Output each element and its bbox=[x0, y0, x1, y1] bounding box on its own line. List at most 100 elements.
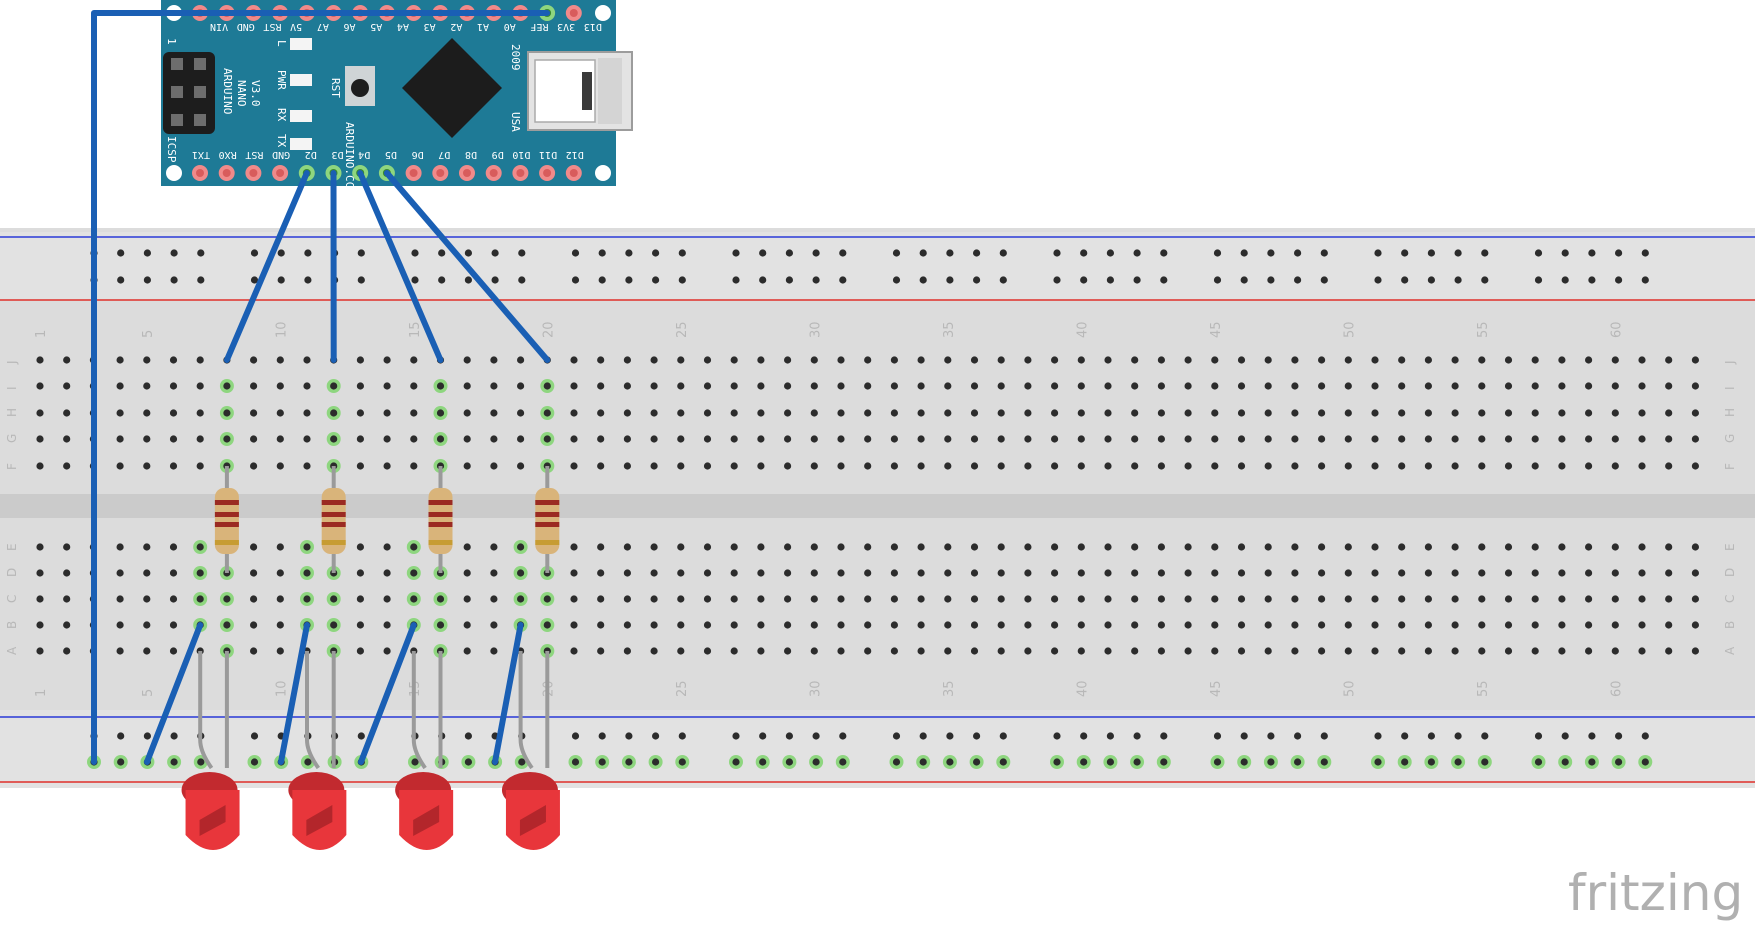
breadboard-hole bbox=[1478, 595, 1486, 603]
column-number: 45 bbox=[1209, 680, 1224, 697]
rail-hole bbox=[1267, 276, 1275, 284]
column-number: 1 bbox=[34, 330, 49, 338]
rail-hole bbox=[1320, 758, 1328, 766]
breadboard-hole bbox=[1691, 647, 1699, 655]
led-lead bbox=[305, 651, 320, 770]
breadboard-hole bbox=[970, 647, 979, 655]
breadboard-hole bbox=[1131, 621, 1139, 629]
rail-hole bbox=[973, 732, 981, 740]
breadboard-hole bbox=[1691, 595, 1699, 603]
led-l bbox=[290, 38, 312, 50]
breadboard-hole bbox=[1611, 543, 1619, 551]
row-letter: A bbox=[1723, 646, 1737, 655]
breadboard-hole bbox=[276, 409, 284, 417]
rail-hole bbox=[464, 758, 472, 766]
breadboard-hole bbox=[356, 621, 364, 629]
breadboard-hole bbox=[410, 595, 418, 603]
breadboard-hole bbox=[410, 462, 418, 470]
breadboard-hole bbox=[303, 382, 311, 390]
breadboard-hole bbox=[1131, 382, 1139, 390]
column-number: 20 bbox=[541, 321, 556, 338]
breadboard-hole bbox=[1104, 356, 1112, 364]
rail-hole bbox=[1427, 276, 1435, 284]
breadboard-hole bbox=[730, 382, 738, 390]
rail-hole bbox=[678, 758, 686, 766]
breadboard-hole bbox=[703, 621, 712, 629]
breadboard-hole bbox=[623, 569, 632, 577]
breadboard-hole bbox=[703, 543, 712, 551]
breadboard-hole bbox=[143, 595, 151, 603]
breadboard-hole bbox=[970, 382, 979, 390]
rail-hole bbox=[1080, 732, 1088, 740]
breadboard-hole bbox=[356, 647, 364, 655]
jumper-wire bbox=[278, 622, 310, 765]
breadboard-hole bbox=[517, 462, 525, 470]
top-pin-label: 5V bbox=[290, 21, 302, 32]
breadboard-hole bbox=[1077, 569, 1085, 577]
breadboard-hole bbox=[1371, 382, 1379, 390]
rail-hole bbox=[999, 758, 1007, 766]
breadboard-hole bbox=[1237, 409, 1246, 417]
breadboard-hole bbox=[303, 569, 311, 577]
rail-hole bbox=[1053, 276, 1061, 284]
rail-hole bbox=[1588, 276, 1596, 284]
breadboard-hole bbox=[1424, 356, 1432, 364]
breadboard-hole bbox=[63, 621, 71, 629]
mount-hole bbox=[166, 165, 182, 181]
column-number: 60 bbox=[1609, 680, 1624, 697]
breadboard-hole bbox=[1131, 595, 1139, 603]
breadboard-hole bbox=[677, 409, 685, 417]
breadboard-hole bbox=[650, 543, 658, 551]
led-die bbox=[199, 805, 226, 836]
breadboard-hole bbox=[356, 462, 364, 470]
rail-hole bbox=[892, 758, 901, 766]
breadboard-hole bbox=[143, 647, 151, 655]
rail-hole bbox=[1053, 249, 1061, 257]
row-letter: G bbox=[5, 434, 19, 443]
breadboard-hole bbox=[890, 647, 899, 655]
breadboard-hole bbox=[276, 382, 284, 390]
rail-hole bbox=[1320, 249, 1328, 257]
breadboard-hole bbox=[810, 543, 818, 551]
breadboard-hole bbox=[463, 409, 471, 417]
header-pin-center bbox=[543, 169, 552, 177]
breadboard-hole bbox=[1638, 409, 1646, 417]
breadboard-hole bbox=[970, 569, 979, 577]
rail-hole bbox=[197, 758, 205, 766]
rail-hole bbox=[732, 276, 740, 284]
breadboard-hole bbox=[143, 356, 151, 364]
breadboard-hole bbox=[436, 595, 445, 603]
breadboard-hole bbox=[63, 435, 71, 443]
rail-hole bbox=[1534, 276, 1543, 284]
rail-hole bbox=[1534, 732, 1543, 740]
rail-hole bbox=[277, 249, 285, 257]
breadboard-hole bbox=[1024, 621, 1032, 629]
column-number: 55 bbox=[1476, 680, 1491, 697]
breadboard-hole bbox=[1157, 435, 1165, 443]
breadboard-hole bbox=[1585, 409, 1593, 417]
breadboard-hole bbox=[1478, 647, 1486, 655]
breadboard-hole bbox=[169, 356, 178, 364]
breadboard-hole bbox=[784, 462, 792, 470]
breadboard-hole bbox=[1451, 435, 1459, 443]
breadboard-hole bbox=[116, 595, 124, 603]
row-letter: E bbox=[1723, 543, 1737, 551]
breadboard-hole bbox=[1478, 409, 1486, 417]
breadboard-hole bbox=[997, 356, 1005, 364]
breadboard-hole bbox=[1585, 621, 1593, 629]
rail-hole bbox=[277, 276, 285, 284]
breadboard-hole bbox=[383, 382, 391, 390]
row-letter: A bbox=[5, 646, 19, 655]
breadboard-hole bbox=[1665, 621, 1673, 629]
bottom-power-rail bbox=[0, 710, 1755, 788]
rail-hole bbox=[1561, 276, 1569, 284]
mount-hole bbox=[595, 165, 611, 181]
center-channel bbox=[0, 494, 1755, 518]
breadboard-hole bbox=[1611, 462, 1619, 470]
breadboard-hole bbox=[864, 569, 872, 577]
breadboard-hole bbox=[944, 356, 952, 364]
breadboard-hole bbox=[196, 435, 204, 443]
breadboard-hole bbox=[1451, 409, 1459, 417]
rail-hole bbox=[518, 758, 526, 766]
breadboard-hole bbox=[1691, 569, 1699, 577]
